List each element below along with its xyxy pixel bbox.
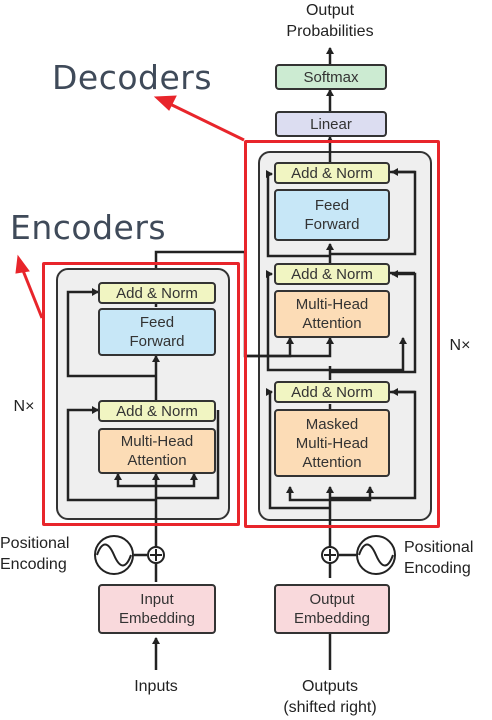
- decoder-multi-head-attention: Multi-Head Attention: [274, 290, 390, 338]
- encoder-feed-forward: Feed Forward: [98, 308, 216, 356]
- encoder-repeat-label: N×: [13, 398, 35, 415]
- encoder-highlight-box: [42, 262, 240, 526]
- encoders-title: Encoders: [10, 208, 167, 247]
- encoder-multi-head-attention: Multi-Head Attention: [98, 428, 216, 474]
- decoders-title: Decoders: [52, 58, 213, 97]
- outputs-label: Outputs (shifted right): [283, 678, 377, 716]
- positional-encoding-left-label: Positional Encoding: [0, 535, 70, 573]
- decoder-add-norm-middle: Add & Norm: [274, 263, 390, 285]
- positional-encoding-right-label: Positional Encoding: [404, 539, 474, 577]
- linear-block: Linear: [275, 111, 387, 137]
- output-probabilities-label: Output Probabilities: [286, 2, 374, 40]
- decoder-add-norm-top: Add & Norm: [274, 162, 390, 184]
- decoder-repeat-label: N×: [449, 337, 471, 354]
- inputs-label: Inputs: [134, 678, 178, 695]
- decoder-add-norm-bottom: Add & Norm: [274, 381, 390, 403]
- softmax-block: Softmax: [275, 64, 387, 90]
- encoder-add-norm-bottom: Add & Norm: [98, 400, 216, 422]
- decoder-masked-attention: Masked Multi-Head Attention: [274, 409, 390, 477]
- decoder-highlight-box: [244, 140, 440, 528]
- output-embedding: Output Embedding: [274, 584, 390, 634]
- decoder-feed-forward: Feed Forward: [274, 189, 390, 241]
- encoder-add-norm-top: Add & Norm: [98, 282, 216, 304]
- input-embedding: Input Embedding: [98, 584, 216, 634]
